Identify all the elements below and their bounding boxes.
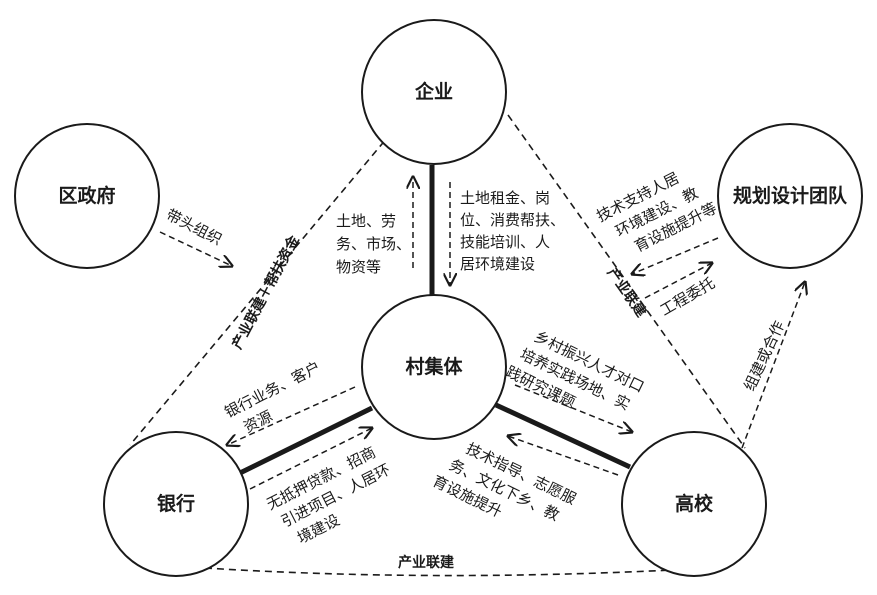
arrow-village-to-university bbox=[514, 384, 632, 432]
label-land-rent-line: 位、消费帮扶、 bbox=[460, 211, 565, 229]
arrow-village-to-bank bbox=[227, 386, 356, 445]
label-industry-link-bottom: 产业联建 bbox=[398, 554, 454, 571]
label-land-rent-line: 土地租金、岗 bbox=[460, 189, 550, 207]
label-land-labor-line: 务、市场、 bbox=[336, 235, 411, 253]
label-land-labor-line: 物资等 bbox=[336, 258, 381, 276]
node-university: 高校 bbox=[621, 431, 767, 577]
label-land-rent-line: 居环境建设 bbox=[460, 255, 535, 273]
label-land-rent: 土地租金、岗 位、消费帮扶、 技能培训、人 居环境建设 bbox=[460, 189, 570, 273]
node-bank: 银行 bbox=[103, 431, 249, 577]
node-district-gov-label: 区政府 bbox=[58, 184, 115, 207]
label-mortgage: 无抵押贷款、招商 引进项目、人居环 境建设 bbox=[264, 439, 408, 553]
label-land-labor: 土地、劳 务、市场、 物资等 bbox=[336, 212, 416, 276]
node-university-label: 高校 bbox=[675, 492, 714, 515]
edge-bank-university bbox=[204, 567, 673, 577]
label-engineering: 工程委托 bbox=[657, 274, 718, 320]
node-enterprise: 企业 bbox=[361, 19, 507, 165]
arrow-engineering-commission bbox=[644, 263, 712, 299]
node-bank-label: 银行 bbox=[157, 492, 195, 515]
node-district-gov: 区政府 bbox=[14, 123, 160, 269]
label-tech-support: 技术支持人居 环境建设、教 育设施提升等 bbox=[594, 160, 720, 265]
label-industry-link-funds: 产业联建＋帮扶资金 bbox=[229, 232, 304, 352]
edge-enterprise-university bbox=[507, 114, 746, 449]
link-village-university bbox=[494, 402, 632, 470]
link-village-bank bbox=[238, 405, 374, 476]
arrow-lead-org bbox=[159, 231, 232, 266]
node-village-label: 村集体 bbox=[405, 355, 463, 378]
label-land-labor-line: 土地、劳 bbox=[336, 212, 396, 230]
arrow-bank-to-village bbox=[249, 428, 372, 490]
label-land-rent-line: 技能培训、人 bbox=[460, 233, 550, 251]
node-planning-team-label: 规划设计团队 bbox=[733, 184, 848, 207]
label-bank-business: 银行业务、客户 资源 bbox=[222, 356, 338, 441]
label-bank-business-line: 银行业务、客户 bbox=[222, 358, 324, 422]
edge-enterprise-bank bbox=[129, 131, 393, 446]
label-lead-org: 带头组织 bbox=[163, 206, 225, 249]
node-village: 村集体 bbox=[361, 294, 507, 440]
arrow-team-to-village bbox=[632, 237, 719, 274]
label-industry-link-right: 产业联建 bbox=[604, 265, 650, 321]
node-planning-team: 规划设计团队 bbox=[717, 123, 863, 269]
label-tech-guidance: 技术指导、志愿服 务、文化下乡、教 育设施提升 bbox=[430, 432, 584, 549]
label-build-coop: 组建或合作 bbox=[740, 318, 788, 394]
node-enterprise-label: 企业 bbox=[414, 80, 453, 103]
